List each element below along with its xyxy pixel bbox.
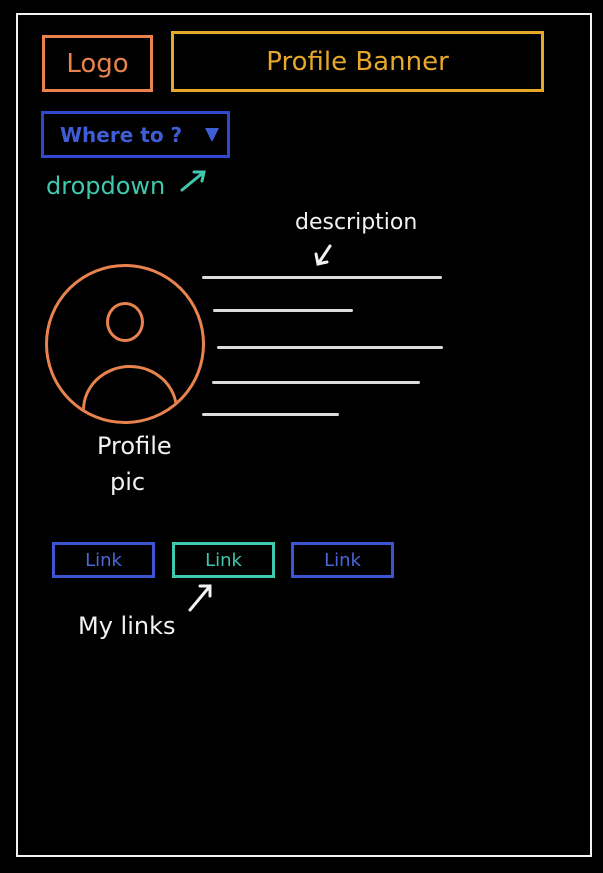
- link-label: Link: [205, 549, 242, 571]
- link-label: Link: [85, 549, 122, 571]
- caret-down-icon: [205, 127, 219, 142]
- links-arrow-icon: [188, 584, 212, 612]
- link-button-1[interactable]: Link: [52, 542, 155, 578]
- dropdown-annotation: dropdown: [46, 172, 166, 200]
- avatar-shoulders: [82, 365, 178, 421]
- dropdown-arrow-icon: [180, 170, 206, 192]
- description-annotation: description: [295, 210, 418, 235]
- link-button-2[interactable]: Link: [172, 542, 275, 578]
- banner-label: Profile Banner: [266, 46, 449, 77]
- description-arrow-icon: [314, 244, 332, 266]
- description-line: [213, 309, 353, 312]
- description-line: [202, 413, 339, 416]
- where-to-dropdown[interactable]: Where to ?: [41, 111, 230, 158]
- profile-picture[interactable]: [45, 264, 205, 424]
- profile-pic-annotation-2: pic: [110, 468, 146, 496]
- profile-pic-annotation: Profile: [97, 432, 172, 460]
- description-line: [202, 276, 442, 279]
- link-label: Link: [324, 549, 361, 571]
- page-frame: [16, 13, 592, 857]
- links-annotation: My links: [78, 612, 176, 640]
- link-button-3[interactable]: Link: [291, 542, 394, 578]
- description-line: [212, 381, 420, 384]
- logo[interactable]: Logo: [42, 35, 153, 92]
- profile-banner: Profile Banner: [171, 31, 544, 92]
- description-line: [217, 346, 443, 349]
- dropdown-value: Where to ?: [60, 122, 183, 147]
- avatar-head: [106, 302, 144, 342]
- logo-label: Logo: [66, 48, 129, 79]
